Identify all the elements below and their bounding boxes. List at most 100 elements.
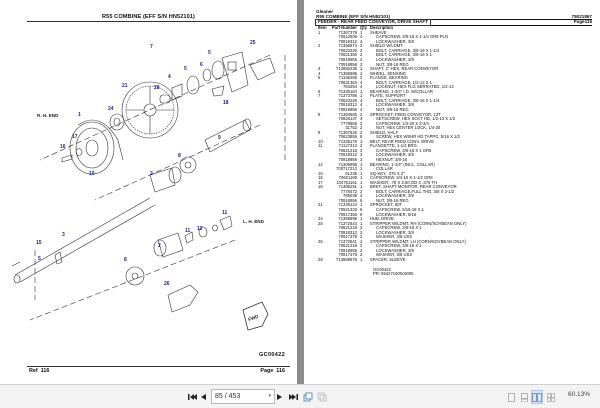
- item-number: 16: [318, 175, 323, 181]
- part-number: 71335175: [338, 138, 357, 144]
- callout-4: 4: [168, 74, 171, 80]
- fit-width-button[interactable]: [316, 390, 328, 404]
- fit-page-button[interactable]: [302, 390, 314, 404]
- item-number: 21: [318, 202, 323, 208]
- callout-18: 18: [223, 100, 229, 106]
- description: SPACER, SLEEVE: [370, 257, 406, 263]
- page-dropdown-arrow-icon[interactable]: ▾: [268, 393, 271, 399]
- quantity: 1: [360, 70, 363, 76]
- page-number: Page 116: [260, 368, 285, 374]
- quantity: 2: [360, 243, 363, 249]
- quantity: 2: [360, 75, 363, 81]
- quantity: 6: [360, 211, 363, 217]
- part-number: 70918956: [338, 106, 357, 112]
- next-page-button[interactable]: [274, 390, 284, 404]
- two-page-view-button[interactable]: [531, 390, 543, 404]
- previous-page-button[interactable]: [199, 390, 209, 404]
- quantity: 2: [360, 247, 363, 253]
- description: LOCKWASHER, 3/8: [376, 193, 414, 199]
- part-number: 70918955: [338, 56, 357, 62]
- quantity: 1: [360, 179, 363, 185]
- callout-1: 1: [78, 112, 81, 118]
- description: FLANGETTE, 1-1/4 BRG.: [370, 143, 418, 149]
- page-reference: Page116: [573, 19, 592, 25]
- quantity: 6: [360, 197, 363, 203]
- part-number: 70918312: [338, 38, 357, 44]
- note-code: GC00422: [373, 266, 391, 272]
- description: NUT, HEX CENTER LOCK, 1/4-20: [376, 125, 441, 131]
- quantity: 1: [360, 257, 363, 263]
- part-number: 70621169: [338, 175, 357, 181]
- last-page-button[interactable]: [287, 390, 299, 404]
- column-headers: Item Part Number Qty Description: [316, 26, 592, 31]
- quantity: 1: [360, 88, 363, 94]
- part-number: 71367645: [338, 129, 357, 135]
- callout-9: 9: [218, 135, 221, 141]
- callout-7: 7: [150, 44, 153, 50]
- part-number: 70918956: [338, 61, 357, 67]
- page-number-input[interactable]: 85 / 453 ▾: [211, 389, 275, 404]
- quantity: 4: [360, 38, 363, 44]
- part-number: 70918312: [338, 229, 357, 235]
- description: SHIELD W/LDMT.: [370, 43, 404, 49]
- footer-divider: [27, 366, 290, 367]
- quantity: 1: [360, 238, 363, 244]
- description: SPROCKET, 60T: [370, 202, 403, 208]
- item-number: 24: [318, 216, 323, 222]
- lh-end-label: L. H. END: [243, 219, 265, 224]
- part-number: 70623226: [338, 47, 357, 53]
- callout-12: 12: [197, 226, 203, 232]
- description: LOCKWASHER, 3/8: [376, 56, 414, 62]
- page-title: R55 COMBINE (EFF S/N HN52101): [101, 14, 196, 20]
- single-page-view-button[interactable]: [506, 390, 516, 404]
- callout-5c: 5: [38, 256, 41, 262]
- fit-page-icon: [303, 392, 313, 402]
- part-number: 71394665: [338, 111, 357, 117]
- quantity: 2: [360, 111, 363, 117]
- quantity: 4: [360, 79, 363, 85]
- part-number: 71356874: [338, 43, 357, 49]
- continuous-view-button[interactable]: [519, 390, 529, 404]
- part-number: 71127313: [338, 143, 357, 149]
- quantity: 2: [360, 234, 363, 240]
- doc-number: 79021867: [571, 13, 592, 19]
- description: BELT, REAR FEED CONV. DRIVE: [370, 138, 434, 144]
- quantity: 4: [360, 106, 363, 112]
- quantity: 2: [360, 120, 363, 126]
- callout-26: 26: [164, 281, 170, 287]
- quantity: 1: [360, 220, 363, 226]
- parts-list: Gleaner R55 COMBINE (EFF S/N HN52101) 79…: [314, 9, 592, 277]
- fwd-label: FWD: [248, 314, 260, 323]
- description: PLATE, SUPPORT: [370, 93, 406, 99]
- description: CAPSCREW, 5/16-18 X 1: [376, 207, 424, 213]
- col-item: Item: [318, 25, 327, 31]
- col-desc: Description: [370, 25, 394, 31]
- last-page-icon: [288, 394, 298, 400]
- description: CAPSCREW, 1/4-20 X 2-3/4: [376, 120, 429, 126]
- continuous-page-icon: [520, 392, 528, 402]
- description: SQ-KEY, .375 X 2": [370, 170, 405, 176]
- part-number: 70917378: [338, 234, 357, 240]
- fit-width-icon: [317, 392, 327, 402]
- zoom-level[interactable]: 60.13%: [568, 391, 591, 398]
- quantity: 3: [360, 147, 363, 153]
- description: HUB, DRIVE: [370, 216, 394, 222]
- two-page-continuous-button[interactable]: [546, 390, 556, 404]
- quantity: 1: [360, 202, 363, 208]
- part-number: 71335184: [338, 88, 357, 94]
- first-page-button[interactable]: [186, 390, 198, 404]
- part-number: 70918956: [338, 157, 357, 162]
